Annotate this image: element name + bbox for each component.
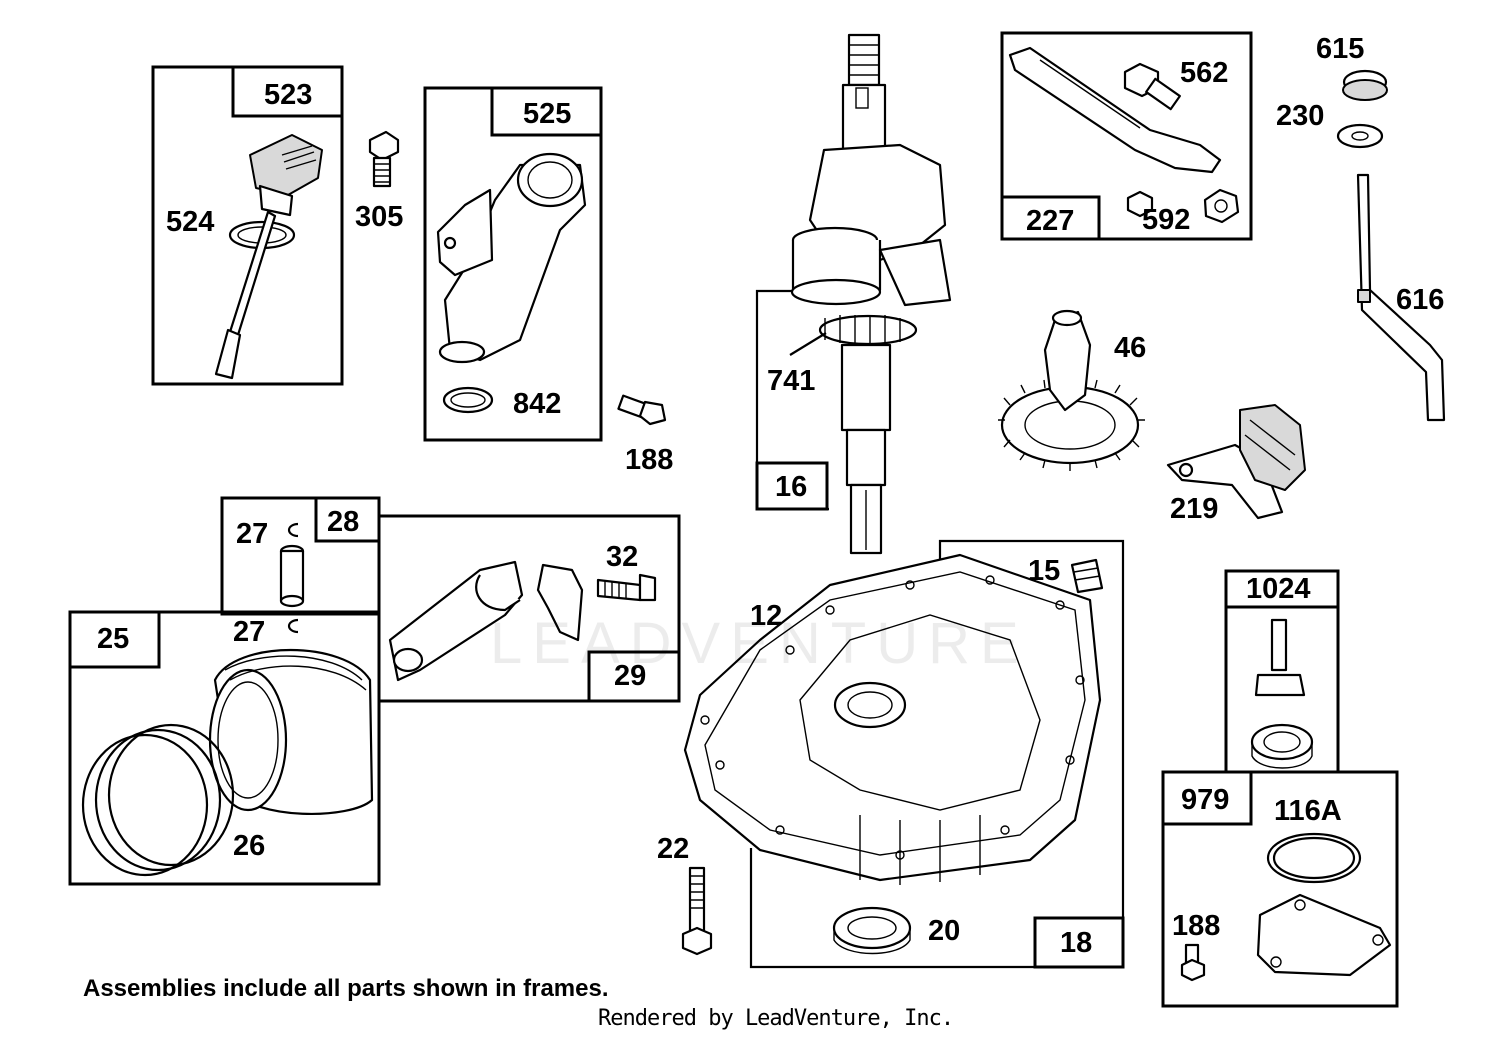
- label-12: 12: [750, 600, 782, 632]
- watermark: LEADVENTURE: [490, 611, 1029, 676]
- governor-lever-part: [1008, 46, 1222, 218]
- crankshaft-part: [789, 33, 952, 555]
- label-27-lower: 27: [233, 616, 265, 648]
- label-26: 26: [233, 830, 265, 862]
- label-842: 842: [513, 388, 561, 420]
- screw-562-part: [1123, 62, 1181, 111]
- frame-523: [151, 65, 344, 386]
- label-592: 592: [1142, 204, 1190, 236]
- label-32: 32: [606, 541, 638, 573]
- label-979: 979: [1181, 784, 1229, 816]
- label-22: 22: [657, 833, 689, 865]
- clip-27-lower-part: [287, 618, 299, 634]
- nut-592-part: [1203, 188, 1240, 224]
- frame-227: [1000, 31, 1253, 241]
- frame-16: [755, 289, 829, 511]
- frame-25: [68, 610, 381, 886]
- piston-rings-part: [81, 723, 235, 877]
- label-20: 20: [928, 915, 960, 947]
- label-188-top: 188: [625, 444, 673, 476]
- frame-979: [1161, 770, 1399, 1008]
- label-46: 46: [1114, 332, 1146, 364]
- label-615: 615: [1316, 33, 1364, 65]
- screw-188-part: [1180, 943, 1206, 982]
- frame-525: [423, 86, 603, 442]
- camshaft-part: [998, 309, 1145, 471]
- label-16: 16: [775, 471, 807, 503]
- crankcase-sump-part: [683, 553, 1102, 885]
- label-227: 227: [1026, 205, 1074, 237]
- rod-bolt-part: [596, 573, 657, 602]
- pump-cover-part: [1256, 893, 1392, 977]
- frame-29: [377, 514, 681, 703]
- label-230: 230: [1276, 100, 1324, 132]
- label-525: 525: [523, 98, 571, 130]
- oil-seal-20-part: [832, 906, 912, 955]
- o-ring-116a-part: [1266, 832, 1362, 884]
- oil-fill-tube-part: [436, 152, 587, 414]
- label-188-bottom: 188: [1172, 910, 1220, 942]
- bolt-305-part: [368, 130, 400, 188]
- bolt-188-part: [617, 394, 667, 426]
- label-29: 29: [614, 660, 646, 692]
- oil-pump-1024-part: [1250, 618, 1314, 769]
- label-18: 18: [1060, 927, 1092, 959]
- label-27-upper: 27: [236, 518, 268, 550]
- governor-shaft-616-part: [1356, 173, 1446, 422]
- label-305: 305: [355, 201, 403, 233]
- label-25: 25: [97, 623, 129, 655]
- label-219: 219: [1170, 493, 1218, 525]
- label-15: 15: [1028, 555, 1060, 587]
- governor-assembly-219-part: [1166, 404, 1306, 520]
- connecting-rod-part: [388, 560, 584, 682]
- label-523: 523: [264, 79, 312, 111]
- plug-15-part: [1070, 558, 1104, 594]
- assembly-note: Assemblies include all parts shown in fr…: [83, 975, 609, 1002]
- label-116a: 116A: [1274, 795, 1342, 827]
- render-credit: Rendered by LeadVenture, Inc.: [598, 1006, 954, 1031]
- bolt-22-part: [681, 866, 713, 956]
- washer-230-part: [1336, 123, 1384, 149]
- dipstick-cap-part: [214, 134, 323, 380]
- wrist-pin-part: [279, 544, 305, 608]
- piston-part: [208, 649, 374, 816]
- label-28: 28: [327, 506, 359, 538]
- label-562: 562: [1180, 57, 1228, 89]
- clip-27-upper-part: [287, 522, 299, 538]
- frame-18: [749, 539, 1125, 969]
- label-524: 524: [166, 206, 214, 238]
- grommet-615-part: [1342, 69, 1388, 101]
- label-1024: 1024: [1246, 573, 1311, 605]
- label-616: 616: [1396, 284, 1444, 316]
- label-741: 741: [767, 365, 815, 397]
